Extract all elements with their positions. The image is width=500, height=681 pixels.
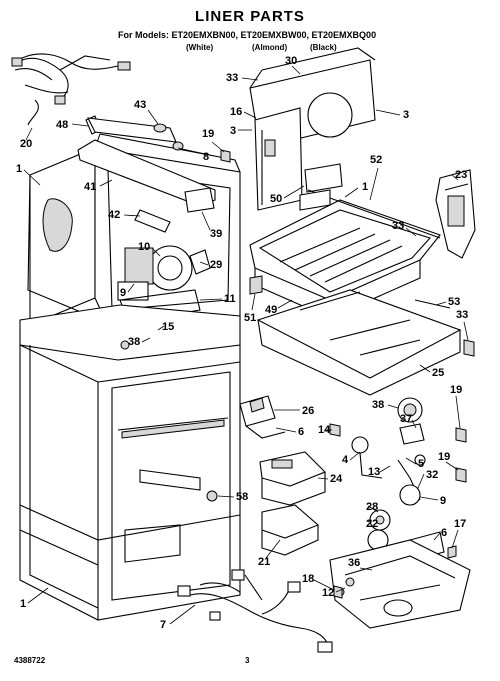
part-label: 37 (400, 413, 412, 425)
part-label: 3 (403, 109, 409, 121)
part-label: 4 (342, 454, 349, 466)
part-label: 48 (56, 119, 68, 131)
color-code-white: (White) (186, 43, 214, 52)
part-label: 22 (366, 518, 378, 530)
part-label: 49 (265, 304, 277, 316)
part-label: 41 (84, 181, 96, 193)
part-label: 16 (230, 106, 242, 118)
part-label: 13 (368, 466, 380, 478)
vent-parts (239, 395, 341, 439)
part-label: 32 (426, 469, 438, 481)
part-label: 18 (302, 573, 314, 585)
part-label: 51 (244, 312, 256, 324)
part-label: 25 (432, 367, 444, 379)
part-label: 33 (226, 72, 238, 84)
part-label: 29 (210, 259, 222, 271)
part-label: 3 (230, 125, 236, 137)
part-label: 38 (372, 399, 384, 411)
color-code-almond: (Almond) (252, 43, 288, 52)
part-label: 21 (258, 556, 270, 568)
part-label: 17 (454, 518, 466, 530)
part-label: 10 (138, 241, 150, 253)
wire-harness-lower (177, 569, 343, 653)
part-label: 8 (203, 151, 209, 163)
part-label: 19 (450, 384, 462, 396)
crisper-shelf-frame (249, 189, 441, 319)
part-label: 36 (348, 557, 360, 569)
part-label: 39 (210, 228, 222, 240)
part-label: 50 (270, 193, 282, 205)
rail-and-screw (249, 275, 475, 357)
part-label: 24 (330, 473, 343, 485)
part-label: 38 (128, 336, 140, 348)
part-label: 52 (370, 154, 382, 166)
part-label: 1 (20, 598, 26, 610)
part-label: 5 (418, 458, 424, 470)
lower-shelf-tray (256, 289, 462, 396)
part-label: 11 (224, 293, 236, 305)
part-labels: 1 1 1 3 3 4 5 6 6 7 8 9 9 10 (16, 55, 469, 631)
part-label: 20 (20, 138, 32, 150)
color-code-black: (Black) (310, 43, 337, 52)
page-number: 3 (245, 656, 250, 665)
models-line: For Models: ET20EMXBN00, ET20EMXBW00, ET… (118, 30, 377, 40)
light-housing (435, 169, 476, 259)
screws-upper (153, 123, 231, 163)
part-label: 19 (202, 128, 214, 140)
part-label: 23 (455, 169, 467, 181)
evaporator-bracket (77, 115, 216, 233)
lower-duct (261, 504, 320, 556)
part-label: 6 (298, 426, 304, 438)
part-label: 33 (456, 309, 468, 321)
part-label: 15 (162, 321, 174, 333)
part-label: 1 (362, 181, 368, 193)
part-label: 12 (322, 587, 334, 599)
document-number: 4388722 (14, 656, 46, 665)
part-label: 53 (448, 296, 460, 308)
part-label: 58 (236, 491, 248, 503)
part-label: 33 (392, 220, 404, 232)
part-label: 14 (318, 424, 331, 436)
liner-rear-panel (249, 47, 376, 211)
page-title: LINER PARTS (195, 8, 305, 25)
part-label: 42 (108, 209, 120, 221)
part-label: 9 (440, 495, 446, 507)
wire-harness-upper (11, 53, 131, 126)
control-assembly (351, 397, 467, 561)
part-label: 6 (441, 527, 447, 539)
part-label: 30 (285, 55, 297, 67)
part-label: 7 (160, 619, 166, 631)
part-label: 26 (302, 405, 314, 417)
part-label: 43 (134, 99, 146, 111)
part-label: 19 (438, 451, 450, 463)
fresh-food-liner (19, 304, 241, 621)
part-label: 9 (120, 287, 126, 299)
part-label: 1 (16, 163, 22, 175)
air-duct (259, 451, 326, 506)
control-housing (329, 539, 471, 629)
